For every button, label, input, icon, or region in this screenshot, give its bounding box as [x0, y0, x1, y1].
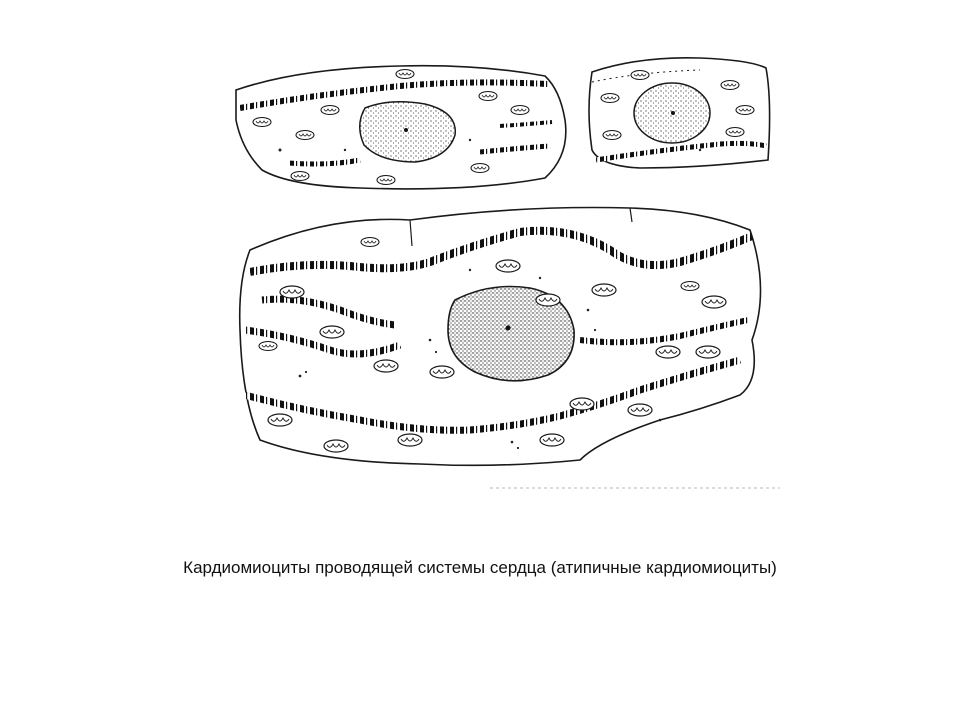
cell-top-left	[235, 64, 567, 190]
figure-caption: Кардиомиоциты проводящей системы сердца …	[183, 558, 777, 577]
cell-top-right	[588, 56, 771, 169]
cell-bottom-large	[238, 206, 762, 467]
